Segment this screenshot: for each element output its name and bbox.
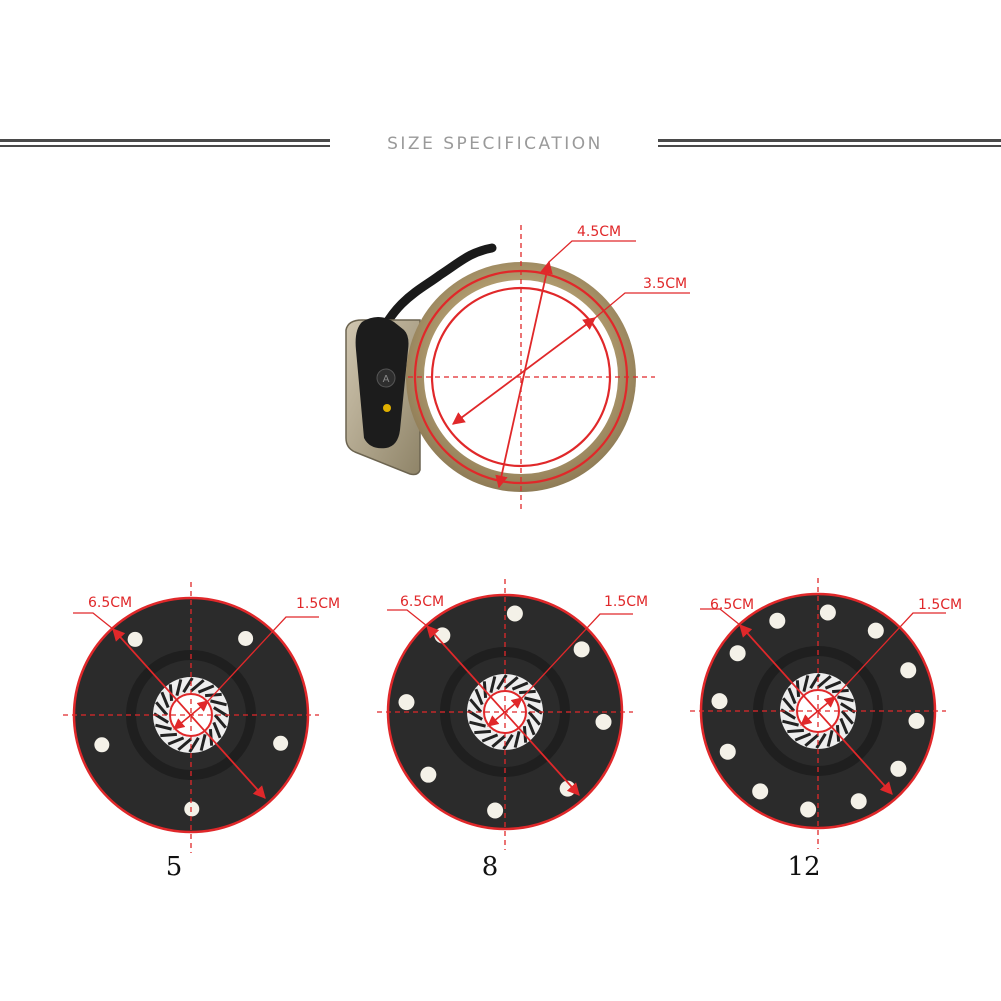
outer-dimension-leader	[73, 612, 114, 630]
svg-text:A: A	[383, 374, 390, 385]
magnet-disc-5	[63, 582, 319, 853]
hole-dimension-arrow	[173, 700, 209, 730]
magnet	[729, 645, 746, 662]
hole-dimension-arrow	[487, 697, 523, 727]
sensor-assembly: A	[345, 225, 690, 512]
disc-12-magnet-count: 12	[787, 852, 821, 882]
sensor-inner-dimension-arrow	[451, 317, 597, 425]
sensor-outer-dimension-arrow	[495, 260, 553, 489]
hole-dimension-leader	[834, 612, 946, 698]
magnet	[867, 622, 884, 639]
header-rule-right	[658, 139, 1001, 148]
magnet	[719, 743, 736, 760]
disc-12-outer-diameter-label: 6.5CM	[710, 597, 755, 613]
sensor-inner-diameter-label: 3.5CM	[643, 276, 688, 292]
disc-8-magnet-count: 8	[481, 852, 499, 882]
magnet	[506, 605, 523, 622]
magnet-disc-12	[690, 578, 946, 849]
hub-vane	[160, 732, 178, 738]
magnet	[94, 737, 110, 753]
header-rule-left	[0, 139, 330, 148]
outer-dimension-leader	[387, 609, 428, 627]
magnet	[800, 801, 817, 818]
magnet	[908, 712, 925, 729]
disc-5-hole-diameter-label: 1.5CM	[296, 596, 341, 612]
hole-dimension-leader	[207, 616, 319, 702]
hole-dimension-leader	[521, 613, 633, 699]
magnet	[769, 612, 786, 629]
magnet	[573, 641, 590, 658]
magnet	[434, 627, 451, 644]
disc-5-outer-diameter-label: 6.5CM	[88, 595, 133, 611]
sensor-outer-diameter-label: 4.5CM	[577, 224, 622, 240]
magnet	[487, 802, 504, 819]
magnet	[890, 760, 907, 777]
magnet	[238, 630, 254, 646]
disc-8-hole-diameter-label: 1.5CM	[604, 594, 649, 610]
magnet-discs	[63, 578, 946, 853]
sensor-cable	[373, 243, 497, 345]
hole-dimension-arrow	[800, 696, 836, 726]
magnet	[420, 766, 437, 783]
outer-dimension-leader	[700, 608, 741, 626]
disc-5-magnet-count: 5	[165, 852, 183, 882]
hub-vane	[474, 729, 492, 735]
header-title: SIZE SPECIFICATION	[387, 134, 603, 154]
magnet	[398, 694, 415, 711]
magnet	[595, 713, 612, 730]
disc-8-outer-diameter-label: 6.5CM	[400, 594, 445, 610]
magnet	[273, 735, 289, 751]
magnet	[900, 662, 917, 679]
hub-vane	[787, 728, 805, 734]
magnet	[127, 631, 143, 647]
magnet-disc-8	[377, 579, 633, 850]
disc-12-hole-diameter-label: 1.5CM	[918, 597, 963, 613]
magnet	[711, 693, 728, 710]
magnet	[752, 783, 769, 800]
magnet	[184, 801, 200, 817]
magnet	[819, 604, 836, 621]
magnet	[850, 793, 867, 810]
